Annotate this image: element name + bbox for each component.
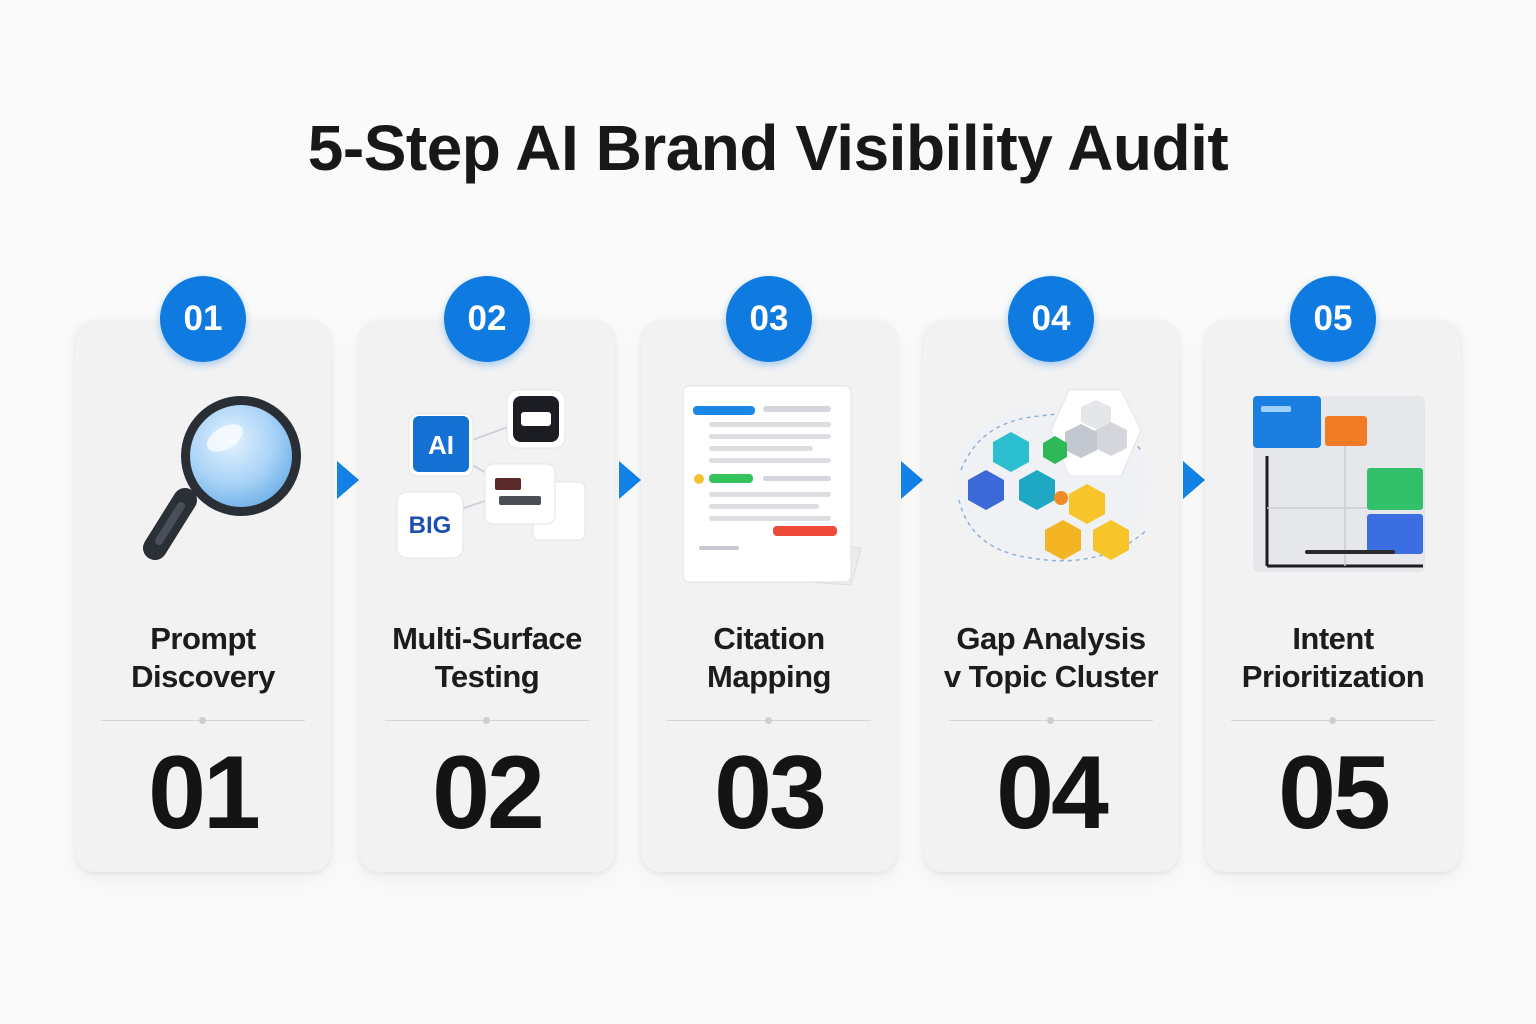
step-card-1: 01 Prompt Discovery 0 [75, 276, 331, 872]
priority-matrix-icon [1233, 380, 1433, 590]
step-divider-2 [385, 717, 589, 724]
step-badge-2: 02 [444, 276, 530, 362]
step-badge-3: 03 [726, 276, 812, 362]
step-number-2: 02 [432, 735, 545, 851]
topic-cluster-hexagons-icon [951, 380, 1151, 590]
step-label-4-line2: v Topic Cluster [943, 659, 1159, 694]
step-number-3: 03 [714, 735, 827, 851]
step-number-1: 01 [148, 735, 261, 851]
logo-ai-text: AI [428, 430, 454, 460]
arrow-right-icon [901, 461, 923, 499]
step-badge-4: 04 [1008, 276, 1094, 362]
logo-big-text: BIG [409, 512, 452, 539]
step-card-4: 04 Gap Analysis v Topic [923, 276, 1179, 872]
step-card-3: 03 Citation Map [641, 276, 897, 872]
step-divider-1 [101, 717, 305, 724]
step-label-5-line1: Intent [1292, 621, 1374, 656]
step-label-3-line2: Mapping [707, 659, 831, 694]
arrow-right-icon [1183, 461, 1205, 499]
step-card-5: 05 Intent Prioritization 05 [1205, 276, 1461, 872]
step-label-2: Multi-Surface Testing [359, 620, 615, 696]
step-divider-5 [1231, 717, 1435, 724]
step-label-5-line2: Prioritization [1241, 659, 1425, 694]
step-label-1-line1: Prompt [150, 621, 256, 656]
magnifying-glass-icon [103, 380, 303, 590]
step-label-4: Gap Analysis v Topic Cluster [923, 620, 1179, 696]
step-label-5: Intent Prioritization [1205, 620, 1461, 696]
step-card-2: 02 AI BIG Multi-Surface [359, 276, 615, 872]
step-badge-1: 01 [160, 276, 246, 362]
step-label-3-line1: Citation [713, 621, 825, 656]
arrow-right-icon [337, 461, 359, 499]
page-title: 5-Step AI Brand Visibility Audit [307, 112, 1229, 184]
step-number-4: 04 [996, 735, 1109, 851]
step-divider-3 [667, 717, 871, 724]
step-label-1-line2: Discovery [131, 659, 275, 694]
step-badge-5: 05 [1290, 276, 1376, 362]
step-number-5: 05 [1278, 735, 1391, 851]
step-divider-4 [949, 717, 1153, 724]
ai-platform-logos-icon: AI BIG [387, 380, 587, 590]
step-label-1: Prompt Discovery [75, 620, 331, 696]
step-label-3: Citation Mapping [641, 620, 897, 696]
step-label-2-line2: Testing [434, 659, 540, 694]
step-label-2-line1: Multi-Surface [392, 621, 582, 656]
step-label-4-line1: Gap Analysis [956, 621, 1146, 656]
arrow-right-icon [619, 461, 641, 499]
citation-document-icon [669, 380, 869, 590]
